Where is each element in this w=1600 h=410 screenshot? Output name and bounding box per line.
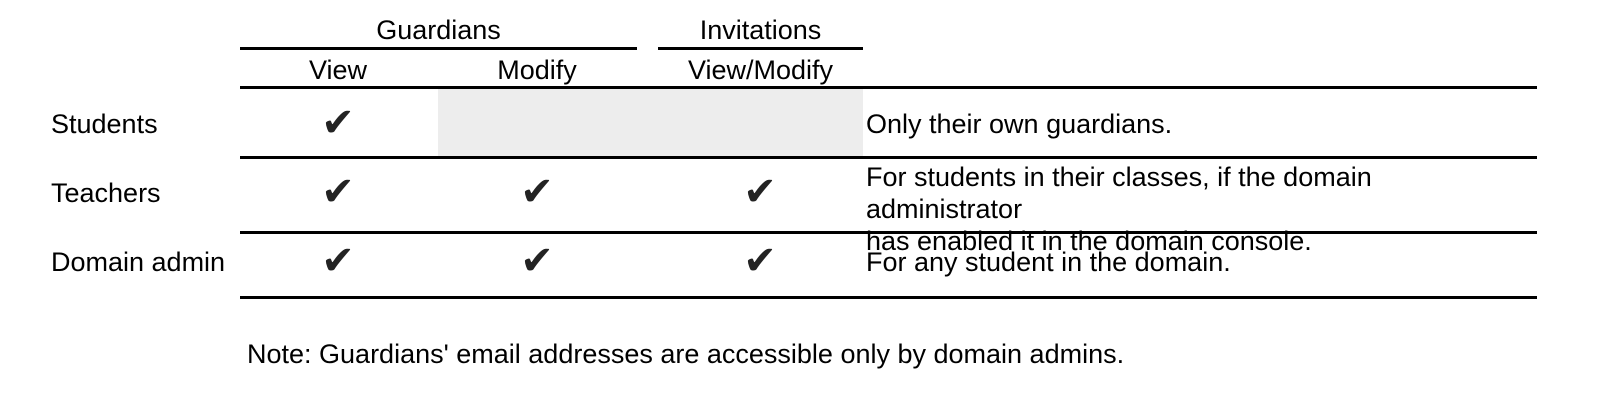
checkmark-teachers-guardians-modify: ✔ — [520, 169, 554, 215]
row-label-teachers: Teachers — [51, 178, 161, 208]
checkmark-teachers-invitations-view-modify: ✔ — [743, 169, 777, 215]
checkmark-domain-admin-guardians-view: ✔ — [321, 238, 355, 284]
rule-row-students — [240, 156, 1537, 159]
row-details-teachers-line2: has enabled it in the domain console. — [866, 226, 1312, 256]
row-details-students: Only their own guardians. — [866, 109, 1173, 139]
column-group-guardians: Guardians — [376, 15, 501, 45]
checkmark-domain-admin-invitations-view-modify: ✔ — [743, 238, 777, 284]
row-label-students: Students — [51, 109, 158, 139]
checkmark-domain-admin-guardians-modify: ✔ — [520, 238, 554, 284]
table-footnote: Note: Guardians' email addresses are acc… — [247, 339, 1125, 369]
column-header-modify: Modify — [497, 55, 577, 85]
rule-row-teachers — [240, 231, 1537, 234]
column-group-invitations: Invitations — [699, 15, 822, 45]
checkmark-students-guardians-view: ✔ — [321, 100, 355, 146]
checkmark-teachers-guardians-view: ✔ — [321, 169, 355, 215]
rule-column-header — [240, 86, 1537, 89]
cell-students-modify-unavailable — [438, 89, 863, 156]
row-details-teachers-line1: For students in their classes, if the do… — [866, 162, 1372, 224]
row-label-domain-admin: Domain admin — [51, 247, 226, 277]
rule-group-guardians — [240, 47, 637, 50]
rule-table-bottom — [240, 296, 1537, 299]
column-header-view-modify: View/Modify — [687, 55, 834, 85]
column-header-view: View — [308, 55, 368, 85]
row-details-domain-admin: For any student in the domain. — [866, 247, 1231, 277]
rule-group-invitations — [658, 47, 863, 50]
row-details-teachers: For students in their classes, if the do… — [866, 161, 1526, 257]
